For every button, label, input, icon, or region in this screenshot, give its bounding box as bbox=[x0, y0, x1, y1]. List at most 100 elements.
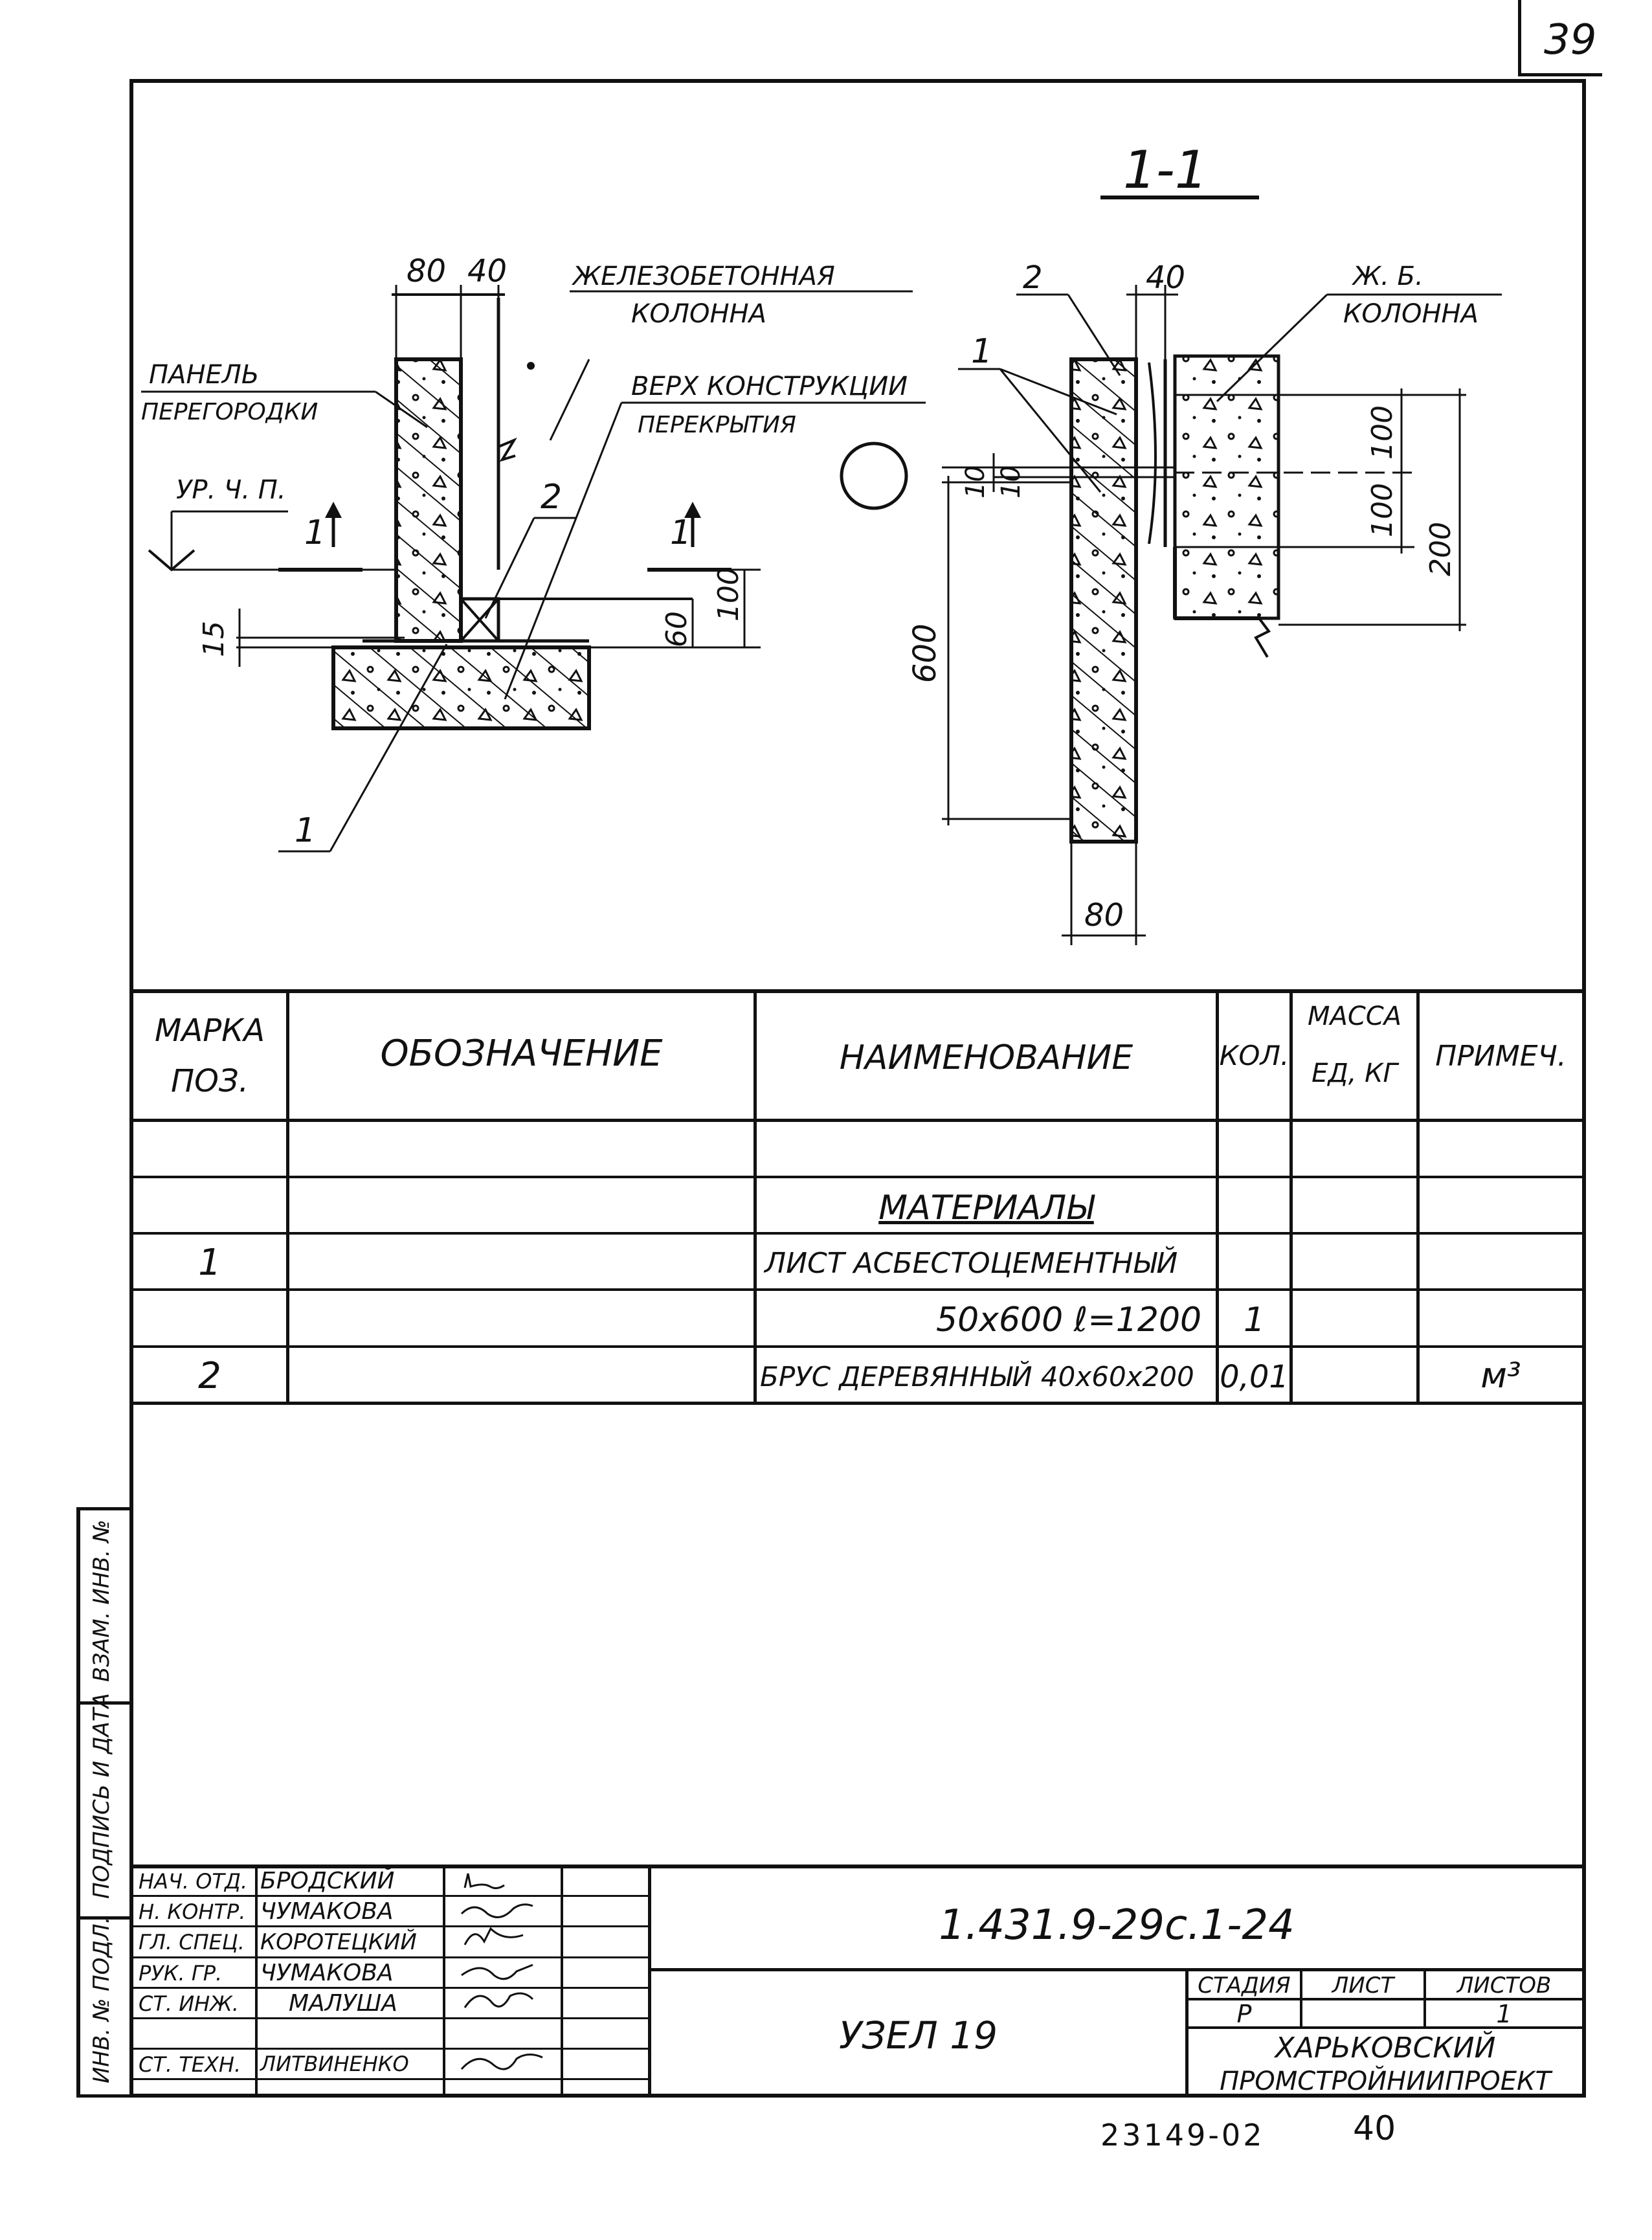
table-row-line bbox=[133, 1288, 1582, 1291]
side-stamp-divider bbox=[76, 1701, 133, 1705]
svg-text:ПЕРЕКРЫТИЯ: ПЕРЕКРЫТИЯ bbox=[638, 412, 796, 438]
stage-value: Р bbox=[1236, 2000, 1252, 2028]
right-detail: 10 10 40 2 Ж. Б. КОЛОННА 1 100 100 200 bbox=[840, 260, 1502, 945]
row-4-qty: 1 bbox=[1243, 1301, 1266, 1339]
archive-number: 23149-02 bbox=[1100, 2118, 1265, 2153]
stage-col-line bbox=[1185, 1968, 1189, 2098]
table-col-line bbox=[1289, 989, 1293, 1405]
title-block-top bbox=[129, 1865, 1582, 1868]
people-grid-line bbox=[133, 1987, 651, 1989]
left-detail: 80 40 ЖЕЛЕЗОБЕТОННАЯ КОЛОННА ПАНЕЛЬ ПЕРЕ… bbox=[141, 253, 926, 853]
name-chief-spec: КОРОТЕЦКИЙ bbox=[260, 1929, 417, 1955]
section-drawing: 1-1 80 40 ЖЕЛЕЗОБЕТОННАЯ КОЛОННА ПАНЕЛЬ bbox=[141, 140, 1502, 945]
title-divider bbox=[648, 1968, 1582, 1971]
node-circle-marker bbox=[840, 442, 908, 510]
section-title: 1-1 bbox=[1100, 140, 1259, 200]
people-grid-line bbox=[133, 1925, 651, 1927]
role-chief-spec: ГЛ. СПЕЦ. bbox=[139, 1930, 245, 1954]
header-mass-1: МАССА bbox=[1307, 1002, 1402, 1031]
name-senior-tech: ЛИТВИНЕНКО bbox=[260, 2052, 409, 2076]
sheet-title: УЗЕЛ 19 bbox=[838, 2013, 998, 2057]
svg-text:ПАНЕЛЬ: ПАНЕЛЬ bbox=[149, 360, 259, 390]
svg-text:ВЕРХ КОНСТРУКЦИИ: ВЕРХ КОНСТРУКЦИИ bbox=[631, 372, 908, 401]
row-5-qty: 0,01 bbox=[1220, 1359, 1289, 1395]
people-grid-line bbox=[133, 2048, 651, 2050]
svg-text:КОЛОННА: КОЛОННА bbox=[1343, 299, 1479, 329]
svg-text:1: 1 bbox=[971, 332, 992, 371]
svg-text:40: 40 bbox=[1146, 260, 1185, 296]
svg-text:200: 200 bbox=[1424, 522, 1457, 576]
svg-text:100: 100 bbox=[1366, 405, 1399, 460]
page-number-divider bbox=[1518, 0, 1521, 76]
row-materials-heading: МАТЕРИАЛЫ bbox=[878, 1189, 1094, 1227]
sheets-label: ЛИСТОВ bbox=[1457, 1973, 1552, 1999]
header-note: ПРИМЕЧ. bbox=[1435, 1040, 1567, 1073]
people-grid-line bbox=[133, 2017, 651, 2019]
stage-label: СТАДИЯ bbox=[1198, 1973, 1291, 1999]
signatures bbox=[460, 1873, 543, 2070]
svg-text:60: 60 bbox=[660, 611, 693, 647]
row-3-mark: 1 bbox=[198, 1242, 221, 1284]
table-row-line bbox=[133, 1345, 1582, 1348]
people-grid-line bbox=[133, 2078, 651, 2080]
side-stamp-original-inv: ИНВ. № ПОДЛ. bbox=[89, 1916, 115, 2083]
svg-text:80: 80 bbox=[1084, 897, 1124, 934]
stage-col-line bbox=[1423, 1968, 1426, 2028]
people-col-line bbox=[561, 1865, 563, 2098]
table-bottom-border bbox=[133, 1402, 1582, 1405]
row-4-name: 50x600 ℓ=1200 bbox=[936, 1301, 1202, 1339]
header-designation: ОБОЗНАЧЕНИЕ bbox=[380, 1033, 663, 1075]
people-col-line bbox=[648, 1865, 651, 2098]
people-col-line bbox=[443, 1865, 445, 2098]
header-mark-2: ПОЗ. bbox=[171, 1063, 249, 1099]
name-norm-control: ЧУМАКОВА bbox=[260, 1898, 394, 1925]
svg-text:2: 2 bbox=[541, 478, 562, 517]
drawing-frame bbox=[129, 79, 1586, 2098]
column-right bbox=[1173, 354, 1280, 620]
side-stamp-divider bbox=[76, 1916, 133, 1920]
people-grid-line bbox=[133, 1895, 651, 1897]
svg-text:ПЕРЕГОРОДКИ: ПЕРЕГОРОДКИ bbox=[141, 399, 318, 425]
svg-text:1-1: 1-1 bbox=[1123, 140, 1208, 200]
role-group-lead: РУК. ГР. bbox=[139, 1961, 223, 1986]
svg-text:2: 2 bbox=[1023, 260, 1043, 296]
side-stamp-top bbox=[76, 1507, 133, 1510]
people-col-line bbox=[255, 1865, 258, 2098]
role-senior-tech: СТ. ТЕХН. bbox=[139, 2052, 241, 2077]
svg-text:15: 15 bbox=[197, 621, 230, 657]
table-row-line bbox=[133, 1232, 1582, 1235]
header-qty: КОЛ. bbox=[1219, 1040, 1289, 1071]
role-head-dept: НАЧ. ОТД. bbox=[139, 1869, 248, 1894]
row-3-name: ЛИСТ АСБЕСТОЦЕМЕНТНЫЙ bbox=[765, 1247, 1178, 1280]
page-number: 39 bbox=[1544, 16, 1597, 64]
sheets-value: 1 bbox=[1496, 2000, 1512, 2028]
svg-text:100: 100 bbox=[712, 567, 745, 622]
svg-text:1: 1 bbox=[670, 513, 691, 552]
stage-grid-line bbox=[1185, 1998, 1582, 2000]
side-stamp-border bbox=[76, 1507, 80, 2098]
role-norm-control: Н. КОНТР. bbox=[139, 1899, 246, 1924]
org-name-line-2: ПРОМСТРОЙНИИПРОЕКТ bbox=[1220, 2066, 1551, 2096]
svg-text:Ж. Б.: Ж. Б. bbox=[1351, 262, 1423, 291]
drawing-area: 1-1 80 40 ЖЕЛЕЗОБЕТОННАЯ КОЛОННА ПАНЕЛЬ bbox=[133, 83, 1582, 989]
svg-text:80: 80 bbox=[407, 253, 446, 289]
page-number-underline bbox=[1518, 73, 1602, 76]
row-5-name: БРУС ДЕРЕВЯННЫЙ 40x60x200 bbox=[760, 1361, 1194, 1393]
svg-text:КОЛОННА: КОЛОННА bbox=[631, 299, 766, 329]
stage-grid-line bbox=[1185, 2026, 1582, 2029]
table-row-line bbox=[133, 1176, 1582, 1178]
svg-text:УР. Ч. П.: УР. Ч. П. bbox=[176, 475, 286, 505]
svg-text:1: 1 bbox=[304, 513, 326, 552]
header-mass-2: ЕД, КГ bbox=[1312, 1058, 1398, 1088]
document-code: 1.431.9-29с.1-24 bbox=[939, 1901, 1295, 1949]
table-col-line bbox=[1416, 989, 1420, 1405]
name-head-dept: БРОДСКИЙ bbox=[260, 1868, 395, 1894]
spec-table: МАРКА ПОЗ. ОБОЗНАЧЕНИЕ НАИМЕНОВАНИЕ КОЛ.… bbox=[129, 989, 1582, 1436]
name-group-lead: ЧУМАКОВА bbox=[260, 1960, 394, 1986]
svg-text:100: 100 bbox=[1366, 483, 1399, 537]
side-stamp: ВЗАМ. ИНВ. № ПОДПИСЬ И ДАТА ИНВ. № ПОДЛ. bbox=[76, 1507, 133, 2098]
table-col-line bbox=[1216, 989, 1219, 1405]
side-stamp-signature-date: ПОДПИСЬ И ДАТА bbox=[89, 1693, 115, 1899]
org-name-line-1: ХАРЬКОВСКИЙ bbox=[1275, 2032, 1496, 2065]
role-senior-eng: СТ. ИНЖ. bbox=[139, 1991, 239, 2016]
